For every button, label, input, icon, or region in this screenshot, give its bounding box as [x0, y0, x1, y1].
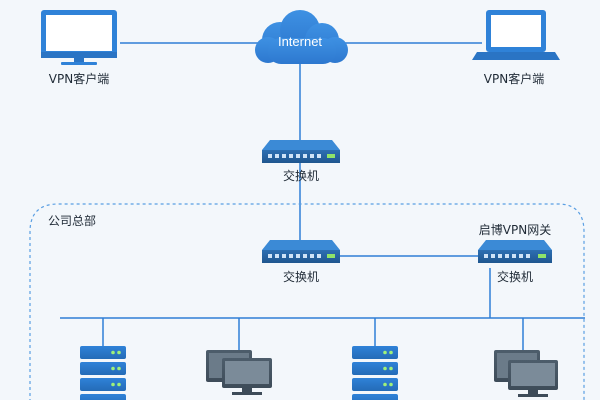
vpn-switch-label: 交换机 [496, 270, 534, 284]
left-client-monitor [41, 10, 117, 65]
internet-cloud [255, 10, 348, 64]
left-client-label: VPN客户端 [48, 72, 110, 86]
right-client-laptop [472, 10, 560, 60]
workstation-group-2 [494, 350, 558, 397]
connection-lines [60, 42, 585, 350]
vpn-gateway-switch-device [478, 240, 552, 263]
internet-label: Internet [277, 34, 323, 49]
hq-switch-label: 交换机 [282, 270, 320, 284]
hq-boundary [29, 203, 585, 400]
hq-switch-device [262, 240, 340, 263]
workstation-group-1 [206, 350, 272, 395]
server-1 [80, 346, 126, 400]
top-switch-device [262, 140, 340, 163]
hq-label: 公司总部 [48, 214, 97, 228]
vpn-gateway-caption: 启博VPN网关 [478, 223, 552, 237]
server-2 [352, 346, 398, 400]
top-switch-label: 交换机 [282, 169, 320, 183]
right-client-label: VPN客户端 [483, 72, 545, 86]
